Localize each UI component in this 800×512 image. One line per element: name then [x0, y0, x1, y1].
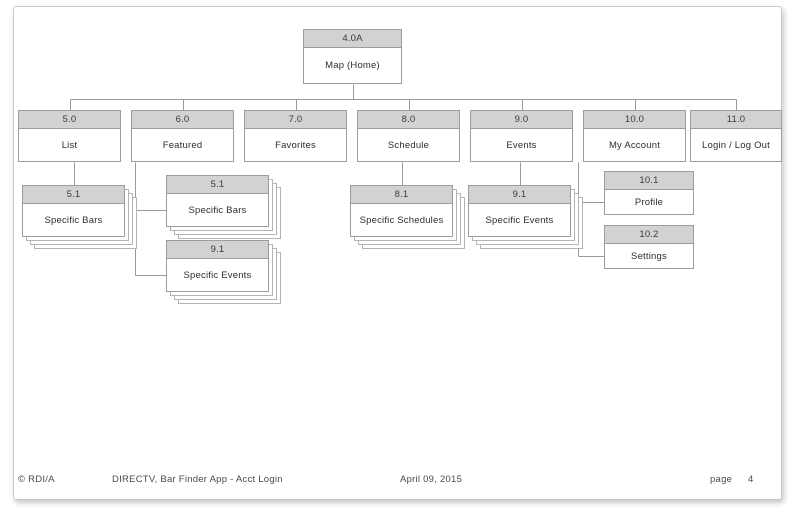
node-id: 5.1 — [23, 186, 124, 204]
node-card: 10.0 My Account — [583, 110, 686, 162]
node-label: Specific Events — [485, 214, 554, 226]
node-card: 4.0A Map (Home) — [303, 29, 402, 84]
footer-date: April 09, 2015 — [400, 474, 463, 485]
node-id: 9.1 — [469, 186, 570, 204]
node-id: 10.2 — [605, 226, 693, 244]
node-root-4.0A[interactable]: 4.0A Map (Home) — [303, 29, 402, 84]
node-id: 10.1 — [605, 172, 693, 190]
node-label: Login / Log Out — [702, 139, 770, 151]
node-id: 5.0 — [19, 111, 120, 129]
node-id: 8.1 — [351, 186, 452, 204]
node-id: 10.0 — [584, 111, 685, 129]
node-my-account[interactable]: 10.0 My Account — [583, 110, 686, 162]
node-id: 6.0 — [132, 111, 233, 129]
node-id: 11.0 — [691, 111, 781, 129]
node-label: List — [61, 139, 78, 151]
node-id: 4.0A — [304, 30, 401, 48]
node-label: Schedule — [387, 139, 430, 151]
node-id: 8.0 — [358, 111, 459, 129]
footer-project: DIRECTV, Bar Finder App - Acct Login — [112, 474, 283, 485]
node-label: Settings — [631, 250, 667, 262]
node-id: 7.0 — [245, 111, 346, 129]
node-label: Specific Events — [183, 269, 252, 281]
node-label: Favorites — [275, 139, 316, 151]
node-label: Map (Home) — [325, 60, 380, 71]
footer-page-number: 4 — [748, 474, 754, 485]
footer-copyright: © RDI/A — [18, 474, 55, 485]
footer-page-label: page — [710, 474, 733, 485]
node-label: Specific Bars — [188, 204, 247, 216]
node-id: 9.0 — [471, 111, 572, 129]
node-id: 9.1 — [167, 241, 268, 259]
node-label: Specific Schedules — [359, 214, 444, 226]
node-label: Profile — [634, 196, 664, 208]
node-label: Specific Bars — [44, 214, 103, 226]
node-label: Featured — [162, 139, 203, 151]
node-id: 5.1 — [167, 176, 268, 194]
node-label: My Account — [608, 139, 661, 151]
node-label: Events — [506, 139, 537, 151]
